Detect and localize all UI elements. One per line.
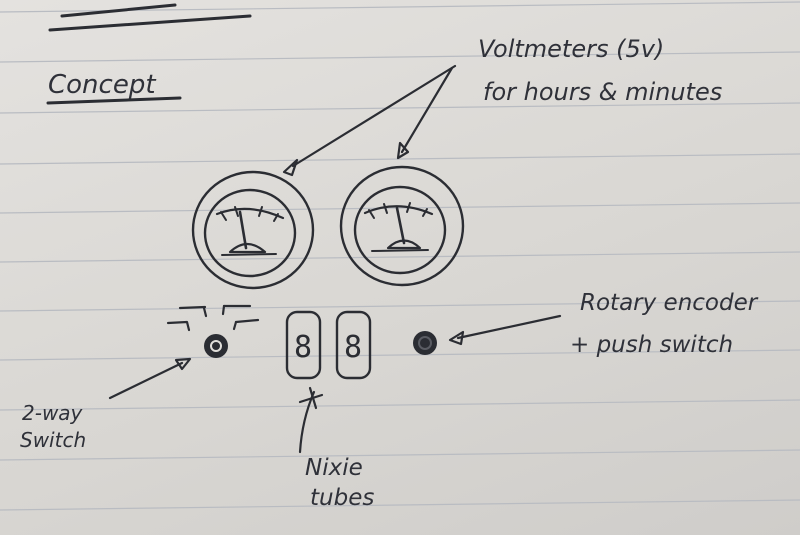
label-nixie-line2: tubes <box>310 485 374 511</box>
arrow-rotary <box>448 314 562 346</box>
label-voltmeters-line2: for hours & minutes <box>483 78 722 106</box>
nixie-tubes: 8 8 <box>285 310 372 380</box>
top-scribbles <box>48 3 252 32</box>
nixie-tube-1 <box>285 310 322 380</box>
voltmeter-left <box>191 170 315 290</box>
heading-concept: Concept <box>48 70 156 100</box>
arrow-nixie <box>298 386 324 454</box>
nixie-tube-2 <box>335 310 372 380</box>
label-switch-line2: Switch <box>20 428 86 452</box>
label-rotary-line1: Rotary encoder <box>580 290 759 316</box>
voltmeter-right <box>339 165 465 287</box>
ruled-lines <box>0 1 800 511</box>
two-way-switch <box>166 304 260 358</box>
nixie-digit-1: 8 <box>294 330 312 365</box>
label-switch-line1: 2-way <box>22 401 84 425</box>
nixie-digit-2: 8 <box>344 330 362 365</box>
arrows-voltmeters <box>282 64 457 177</box>
rotary-encoder <box>413 331 437 355</box>
label-rotary-line2: + push switch <box>570 332 733 358</box>
label-nixie-line1: Nixie <box>305 455 363 481</box>
arrow-switch <box>108 357 192 400</box>
heading-underline <box>46 96 182 105</box>
label-voltmeters-line1: Voltmeters (5v) <box>478 35 664 63</box>
